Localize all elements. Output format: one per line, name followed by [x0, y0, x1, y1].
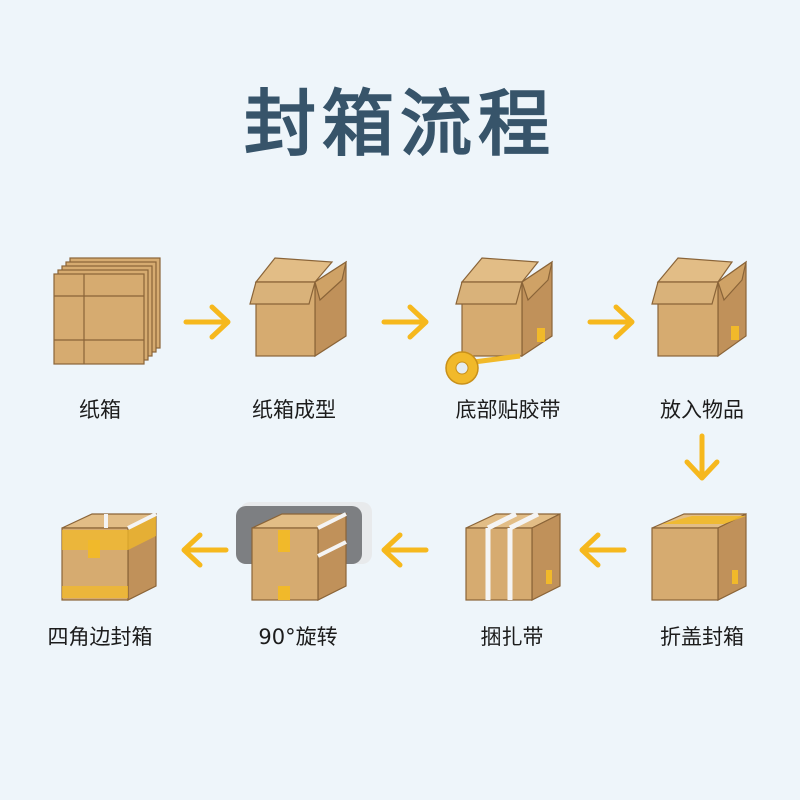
step-label-4: 放入物品 [660, 398, 744, 422]
step-label-5: 折盖封箱 [660, 625, 744, 649]
arrow-left-1-icon [582, 535, 624, 565]
step-label-7: 90°旋转 [258, 625, 338, 649]
arrow-down-icon [687, 436, 717, 478]
corner-sealed-box-icon [61, 512, 157, 601]
page-title: 封箱流程 [243, 82, 556, 166]
strapped-box-icon [465, 511, 561, 601]
arrow-right-2-icon [384, 307, 426, 337]
arrow-right-1-icon [186, 307, 228, 337]
step-label-3: 底部贴胶带 [455, 398, 561, 422]
rotating-box-icon [236, 502, 372, 601]
open-box-icon [249, 257, 347, 358]
arrow-left-2-icon [384, 535, 426, 565]
closed-taped-box-icon [651, 513, 747, 601]
box-bottom-tape-roll-icon [445, 257, 553, 385]
step-label-6: 捆扎带 [480, 625, 544, 649]
open-box-filled-icon [651, 257, 747, 358]
flat-cardboard-sheets-icon [53, 257, 161, 365]
arrow-left-3-icon [184, 535, 226, 565]
step-label-1: 纸箱 [79, 398, 121, 422]
step-label-8: 四角边封箱 [47, 625, 153, 649]
arrow-right-3-icon [590, 307, 632, 337]
step-label-2: 纸箱成型 [252, 398, 336, 422]
